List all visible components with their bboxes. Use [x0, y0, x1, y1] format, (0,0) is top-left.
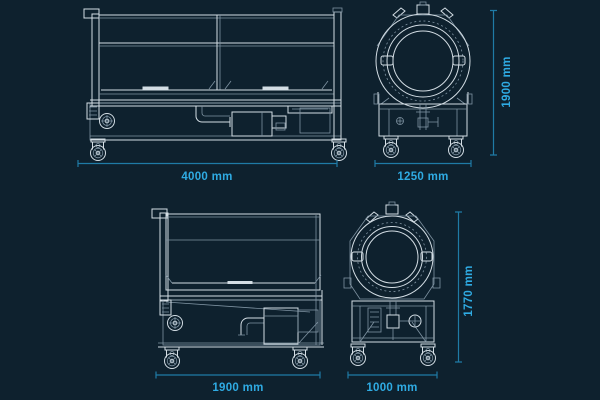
housing-octagon — [349, 215, 435, 300]
drain-pipe — [195, 106, 230, 123]
top-latch — [416, 4, 430, 15]
dimension-label-front-small-height: 1770 mm — [463, 265, 475, 317]
dimension-line-1000mm — [347, 371, 438, 379]
drum-opening — [365, 230, 419, 284]
drum-outline — [350, 215, 434, 299]
door-handle-left — [142, 86, 169, 90]
view-front-small — [343, 201, 441, 366]
motor-box — [263, 307, 299, 345]
dimension-lines — [77, 9, 497, 379]
view-side-short — [151, 208, 324, 369]
dimension-label-front-large-height: 1900 mm — [501, 56, 513, 108]
dimension-line-1900mm-horizontal — [155, 371, 321, 379]
dimension-label-side-short-width: 1900 mm — [212, 382, 264, 394]
drum-opening — [392, 30, 454, 92]
bolt-ring — [357, 222, 427, 292]
dimension-line-1900mm-vertical — [490, 9, 497, 156]
dimension-label-front-large-width: 1250 mm — [397, 171, 449, 183]
dimension-label-front-small-width: 1000 mm — [366, 382, 418, 394]
view-side-long — [83, 7, 347, 161]
motor-box — [231, 111, 273, 137]
outlet-pipe — [240, 317, 264, 335]
dimension-label-side-long-width: 4000 mm — [181, 171, 233, 183]
dimension-line-1250mm — [374, 160, 472, 167]
dimension-line-1770mm-vertical — [455, 211, 462, 363]
bolt-ring — [382, 20, 464, 102]
door-handle-right — [262, 86, 289, 90]
dimension-line-4000mm — [77, 160, 338, 167]
view-front-large — [373, 1, 473, 158]
valve-body — [386, 314, 400, 329]
drum-outline — [375, 13, 471, 109]
door-handle — [227, 281, 253, 284]
top-latch — [385, 204, 399, 215]
